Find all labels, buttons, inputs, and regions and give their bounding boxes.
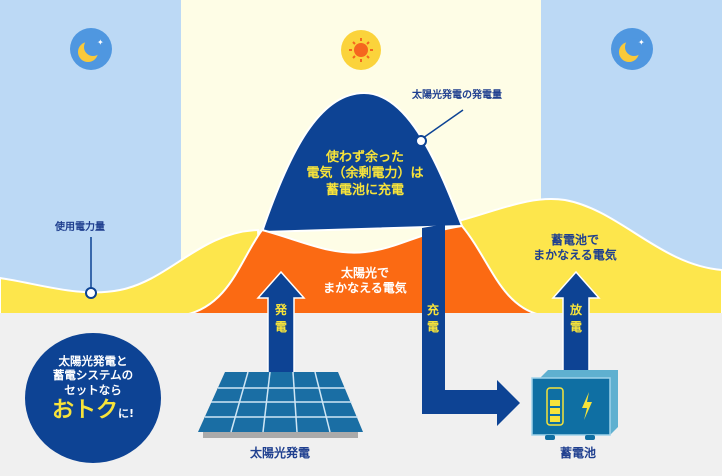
usage-area-left (0, 228, 264, 316)
surplus-line: 電気（余剰電力）は (306, 166, 424, 182)
battery-covered-text: 蓄電池で まかなえる電気 (510, 233, 640, 263)
battery-icon (531, 370, 618, 440)
usage-area-right (454, 198, 722, 316)
badge-suffix: に! (117, 407, 135, 421)
surplus-line: 蓄電池に充電 (325, 182, 404, 198)
generation-peak (260, 91, 464, 234)
solar-covered-line: 太陽光で (340, 266, 389, 280)
badge-line: セットなら (64, 382, 122, 397)
svg-text:✦: ✦ (638, 38, 645, 47)
svg-text:✦: ✦ (97, 38, 104, 47)
arrow-generate (256, 270, 306, 384)
moon-icon-left: ✦ (70, 28, 112, 70)
usage-marker (85, 287, 97, 299)
arrow-char: 電 (426, 319, 439, 334)
badge-highlight: おトク (51, 398, 118, 424)
surplus-text: 使わず余った 電気（余剰電力）は 蓄電池に充電 (280, 150, 450, 199)
battery-label: 蓄電池 (559, 446, 596, 460)
arrow-charge-label: 充電 (425, 302, 441, 336)
surplus-line: 使わず余った (325, 150, 404, 165)
arrow-char: 発 (274, 303, 287, 317)
arrow-generate-label: 発電 (273, 302, 289, 336)
badge-circle (25, 333, 161, 463)
badge-line: 蓄電システムの (52, 368, 134, 383)
arrow-char: 放 (569, 303, 582, 317)
arrow-charge (422, 224, 520, 426)
arrow-char: 電 (569, 319, 582, 334)
battery-covered-line: まかなえる電気 (533, 248, 617, 262)
arrow-char: 電 (274, 319, 287, 334)
badge-line: 太陽光発電と (58, 354, 128, 368)
moon-icon-right: ✦ (611, 28, 653, 70)
usage-label: 使用電力量 (55, 222, 105, 233)
solar-covered-line: まかなえる電気 (323, 281, 407, 295)
arrow-discharge-label: 放電 (568, 302, 584, 336)
arrow-char: 充 (426, 303, 439, 317)
badge-text: 太陽光発電と 蓄電システムの セットなら おトクに! (28, 354, 158, 425)
battery-covered-line: 蓄電池で (550, 233, 599, 247)
generation-amount-label: 太陽光発電の発電量 (412, 90, 502, 101)
solar-panel-label: 太陽光発電 (249, 446, 310, 460)
generation-marker (415, 135, 427, 147)
sun-icon (341, 30, 381, 70)
arrow-discharge (551, 270, 601, 384)
solar-panel-icon (198, 371, 363, 438)
solar-covered-text: 太陽光で まかなえる電気 (300, 266, 430, 296)
